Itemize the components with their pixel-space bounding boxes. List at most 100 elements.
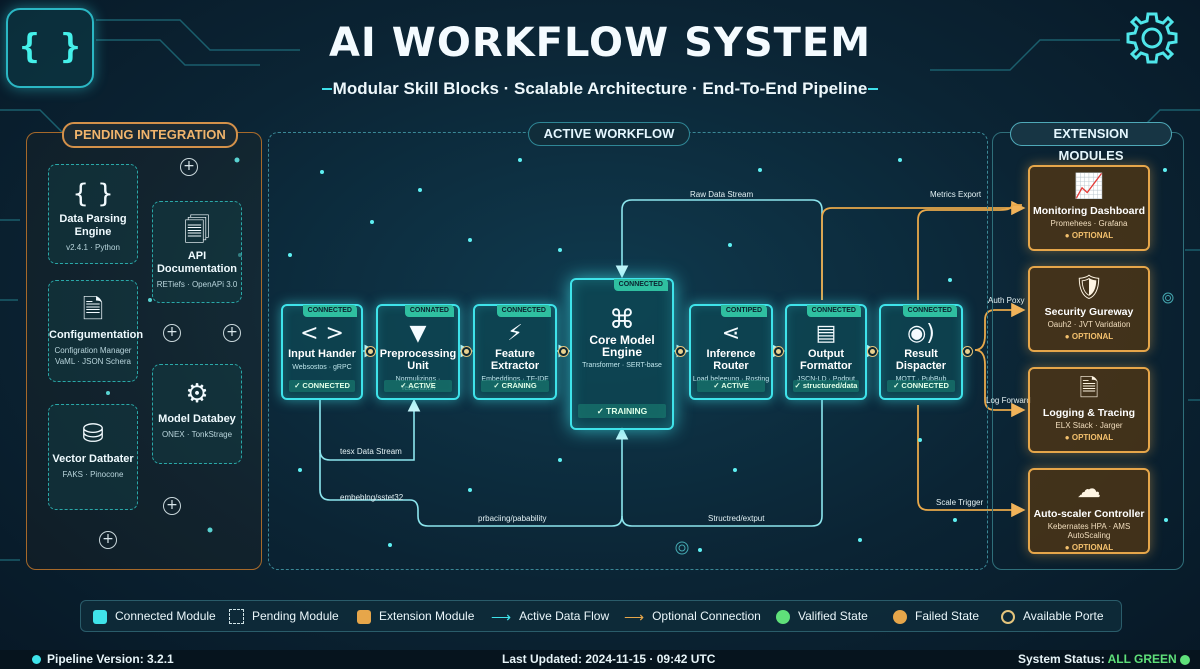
pending-module-model-db[interactable]: ⚙ Model Databey ONEX · TonkStrage — [152, 364, 242, 464]
active-workflow-label: ACTIVE WORKFLOW — [528, 122, 690, 146]
legend-pending-module: Pending Module — [229, 601, 339, 631]
pending-module-vector-db[interactable]: ⛁ Vector Datbater FAKS · Pinocone — [48, 404, 138, 510]
node-name: Result Dispacter — [895, 348, 947, 372]
optional-badge: ● OPTIONAL — [1064, 433, 1114, 442]
wire-label-log: Log Forward — [986, 396, 1031, 405]
system-status: System Status: ALL GREEN — [1018, 652, 1191, 666]
connection-tag: CONTIPED — [720, 305, 767, 317]
add-module-button[interactable]: + — [99, 531, 117, 549]
pending-module-configumentation[interactable]: 🗎 Configumentation Configration Manager … — [48, 280, 144, 382]
node-name: Input Hander — [288, 348, 356, 360]
extension-modules-label: EXTENSION MODULES — [1010, 122, 1172, 163]
page-subtitle: Modular Skill Blocks · Scalable Architec… — [322, 76, 878, 102]
lightning-icon: ⚡ — [507, 321, 523, 346]
documents-icon: 🗐 — [184, 216, 210, 246]
document-icon: 🗎 — [1079, 374, 1099, 402]
connection-tag: CONNATED — [404, 305, 454, 317]
module-name: Vector Datbater — [52, 453, 134, 465]
module-name: API Documentation — [156, 250, 238, 275]
code-braces-icon: { } — [72, 179, 114, 209]
node-inference-router[interactable]: CONTIPED ⋖ Inference Router Load beleeun… — [689, 304, 773, 400]
add-module-button[interactable]: + — [180, 158, 198, 176]
orange-dot-icon — [893, 609, 907, 624]
node-subtitle: Embeddings · TF-IDF — [475, 375, 555, 384]
page-title-wrap: AI WORKFLOW SYSTEM — [0, 20, 1200, 66]
add-module-button[interactable]: + — [163, 324, 181, 342]
wire-label-embed: embeblng/sstet32 — [340, 493, 404, 502]
module-subtitle-2: VaML · JSON Schera — [54, 357, 132, 366]
pipeline-version: Pipeline Version: 3.2.1 — [32, 652, 174, 666]
cloud-plus-icon: ☁ — [1077, 475, 1101, 503]
port-icon[interactable] — [558, 346, 569, 357]
legend-label: Pending Module — [252, 609, 339, 623]
port-icon[interactable] — [365, 346, 376, 357]
chart-icon: 📈 — [1074, 172, 1104, 200]
circuit-traces — [0, 19, 1200, 561]
pipeline-version-text: Pipeline Version: 3.2.1 — [47, 652, 174, 666]
pending-integration-label: PENDING INTEGRATION — [62, 122, 238, 148]
legend-label: Valified State — [798, 609, 868, 623]
legend-label: Active Data Flow — [519, 609, 610, 623]
module-subtitle: RETiefs · OpenAPi 3.0 — [156, 280, 238, 289]
module-name: Configumentation — [49, 329, 144, 341]
wire-label-raw-data: Raw Data Stream — [690, 190, 754, 199]
node-core-model-engine[interactable]: CONNECTED ⌘ Core Model Engine Transforme… — [570, 278, 674, 430]
module-subtitle: ONEX · TonkStrage — [161, 430, 233, 439]
shield-icon: 🛡 — [1073, 273, 1105, 301]
status-footer: Pipeline Version: 3.2.1 Last Updated: 20… — [0, 650, 1200, 669]
module-name: Auto-scaler Controller — [1033, 508, 1145, 520]
module-name: Security Gureway — [1044, 306, 1134, 318]
wire-label-scale: Scale Trigger — [936, 498, 984, 507]
gear-icon: ⚙ — [185, 379, 209, 409]
module-subtitle: Configration Manager — [54, 346, 132, 355]
green-dot-icon — [1180, 654, 1191, 665]
legend-available-port: Available Porte — [1001, 601, 1104, 631]
optional-badge: ● OPTIONAL — [1064, 332, 1114, 341]
pending-module-api-docs[interactable]: 🗐 API Documentation RETiefs · OpenAPi 3.… — [152, 201, 242, 303]
node-subtitle: Transformer · SERT-base — [582, 362, 662, 369]
pending-module-data-parsing[interactable]: { } Data Parsing Engine v2.4.1 · Python — [48, 164, 138, 264]
node-preprocessing[interactable]: CONNATED ▼ Preprocessing Unit Normulizin… — [376, 304, 460, 400]
connection-tag: CONNECTED — [806, 305, 861, 317]
node-feature-extractor[interactable]: CONNECTED ⚡ Feature Extractor Embeddings… — [473, 304, 557, 400]
port-icon[interactable] — [867, 346, 878, 357]
ring-markers — [675, 292, 1174, 555]
legend: Connected Module Pending Module Extensio… — [80, 600, 1122, 632]
share-icon: ⋖ — [721, 321, 741, 346]
system-status-value: ALL GREEN — [1107, 652, 1177, 666]
node-output-formatter[interactable]: CONNECTED ▤ Output Formattor JSCN-LD · P… — [785, 304, 867, 400]
legend-connected-module: Connected Module — [93, 601, 216, 631]
ext-auto-scaler[interactable]: ☁ Auto-scaler Controller Kebernates HPA … — [1028, 468, 1150, 554]
legend-active-data-flow: ⟶Active Data Flow — [491, 601, 609, 631]
ext-monitoring-dashboard[interactable]: 📈 Monitoring Dashboard Promehees · Grafa… — [1028, 165, 1150, 251]
legend-label: Extension Module — [379, 609, 475, 623]
optional-connection-lines — [821, 200, 1026, 518]
connection-tag: CONNECTED — [302, 305, 357, 317]
status-badge: ✓ CRANING — [481, 380, 549, 392]
wire-label-struct: Structred/extput — [708, 514, 765, 523]
broadcast-icon: ◉) — [907, 321, 935, 346]
port-icon[interactable] — [773, 346, 784, 357]
form-icon: ▤ — [815, 321, 837, 346]
braces-logo-icon: { } — [6, 8, 94, 88]
connection-tag: CONNECTED — [613, 279, 668, 291]
code-icon: < > — [300, 321, 344, 346]
orange-arrow-icon: ⟶ — [624, 608, 645, 625]
node-result-dispatcher[interactable]: CONNECTED ◉) Result Dispacter MOTT · Pub… — [879, 304, 963, 400]
port-icon[interactable] — [461, 346, 472, 357]
legend-label: Optional Connection — [652, 609, 761, 623]
add-module-button[interactable]: + — [163, 497, 181, 515]
node-name: Core Model Engine — [589, 333, 655, 359]
port-icon[interactable] — [675, 346, 686, 357]
connection-tag: CONNECTED — [902, 305, 957, 317]
module-name: Model Databey — [158, 413, 236, 425]
add-module-button[interactable]: + — [223, 324, 241, 342]
gear-icon[interactable] — [1122, 8, 1182, 68]
ext-security-gateway[interactable]: 🛡 Security Gureway Oauh2 · JVT Varidatio… — [1028, 266, 1150, 352]
wire-label-prob: prbaciing/pabability — [478, 514, 547, 523]
node-input-handler[interactable]: CONNECTED < > Input Hander Websostos · g… — [281, 304, 363, 400]
port-icon[interactable] — [962, 346, 973, 357]
ext-logging-tracing[interactable]: 🗎 Logging & Tracing ELX Stack · Jarger ●… — [1028, 367, 1150, 453]
module-subtitle: v2.4.1 · Python — [66, 243, 120, 252]
node-name: Preprocessing Unit — [379, 348, 457, 372]
